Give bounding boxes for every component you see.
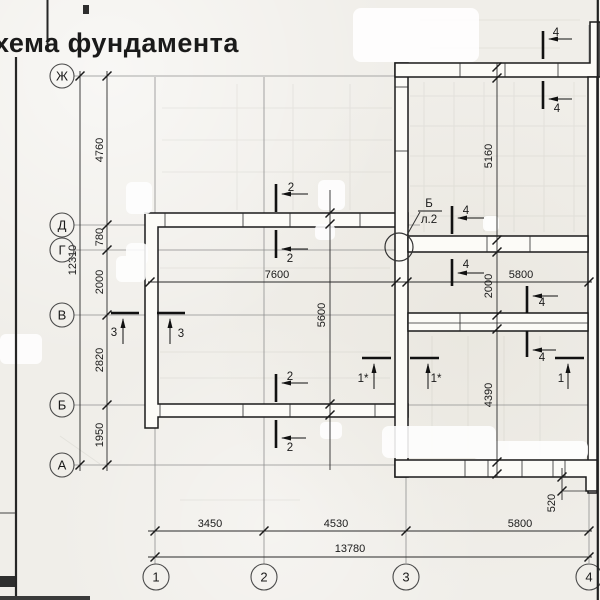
- axis-row-label-b: Б: [58, 398, 67, 413]
- section-label-1: 1: [558, 373, 564, 385]
- dim-d-g: 780: [94, 228, 106, 246]
- axis-row-bubbles: Ж Д Г В Б А: [49, 63, 75, 478]
- axis-col-label-3: 3: [402, 570, 409, 585]
- dim-bot-2-3: 4530: [324, 518, 348, 530]
- section-label-4: 4: [553, 27, 560, 39]
- dim-bot-3-4: 5800: [508, 518, 532, 530]
- dim-right-h-mid: 2000: [483, 274, 495, 298]
- section-label-3: 3: [111, 327, 117, 339]
- section-label-4: 4: [554, 103, 561, 115]
- dim-b-a: 1950: [94, 423, 106, 447]
- drawing-title: хема фундамента: [0, 28, 239, 58]
- dim-step: 520: [546, 494, 558, 512]
- foundation-walls: [144, 21, 600, 494]
- dimension-texts: 12310 4760 780 2000 2820 1950 7600 5800 …: [67, 138, 558, 555]
- section-label-4: 4: [463, 205, 470, 217]
- dimension-lines: [79, 63, 592, 558]
- axis-col-label-4: 4: [585, 570, 592, 585]
- section-label-2: 2: [287, 253, 293, 265]
- dim-v-b: 2820: [94, 348, 106, 372]
- axis-row-label-v: В: [58, 308, 67, 323]
- axis-row-label-zh: Ж: [56, 69, 68, 84]
- detail-callout: Б л.2: [384, 198, 442, 262]
- callout-leader: [406, 211, 421, 236]
- axis-row-label-d: Д: [58, 218, 67, 233]
- callout-circle: [384, 232, 414, 262]
- section-label-3: 3: [178, 328, 184, 340]
- dim-room-w-center: 7600: [265, 269, 289, 281]
- section-label-2: 2: [287, 442, 293, 454]
- axis-col-bubbles: 1 2 3 4: [142, 563, 600, 591]
- whiteout-patches: [0, 8, 588, 459]
- axis-row-label-g: Г: [58, 243, 65, 258]
- dimension-slash-ticks: [74, 61, 595, 563]
- dim-right-h-top: 5160: [483, 144, 495, 168]
- wall-right-row-g-band: [407, 235, 589, 253]
- section-label-2: 2: [287, 371, 293, 383]
- section-label-4: 4: [539, 297, 546, 309]
- dim-room-w-right: 5800: [509, 269, 533, 281]
- dim-total-bottom: 13780: [335, 543, 366, 555]
- dim-room-h-center: 5600: [316, 303, 328, 327]
- wall-joint-ticks: [159, 63, 588, 477]
- section-label-1star: 1*: [358, 373, 369, 385]
- callout-ref-label: Б: [425, 198, 433, 210]
- dim-bot-1-2: 3450: [198, 518, 222, 530]
- section-markers: 2 2 2 2 4 4 4 4 4 4 3 3 1* 1* 1: [111, 27, 584, 454]
- axis-col-label-1: 1: [152, 570, 159, 585]
- axis-row-label-a: А: [58, 458, 67, 473]
- dim-total-left: 12310: [67, 245, 79, 276]
- section-label-4: 4: [539, 352, 546, 364]
- dim-zh-d: 4760: [94, 138, 106, 162]
- callout-sheet-label: л.2: [421, 214, 437, 226]
- section-label-1star: 1*: [431, 373, 442, 385]
- wall-right-top-band: [394, 21, 600, 78]
- dim-g-v: 2000: [94, 270, 106, 294]
- section-label-2: 2: [288, 182, 294, 194]
- frame-block-left: [0, 576, 15, 587]
- wall-right-right-band: [587, 76, 598, 494]
- frame-mark-top: [83, 5, 89, 14]
- section-label-4: 4: [463, 259, 470, 271]
- wall-right-left-band: [394, 62, 409, 478]
- dim-right-h-bot: 4390: [483, 383, 495, 407]
- frame-strip-bottom: [0, 596, 90, 600]
- axis-col-label-2: 2: [260, 570, 267, 585]
